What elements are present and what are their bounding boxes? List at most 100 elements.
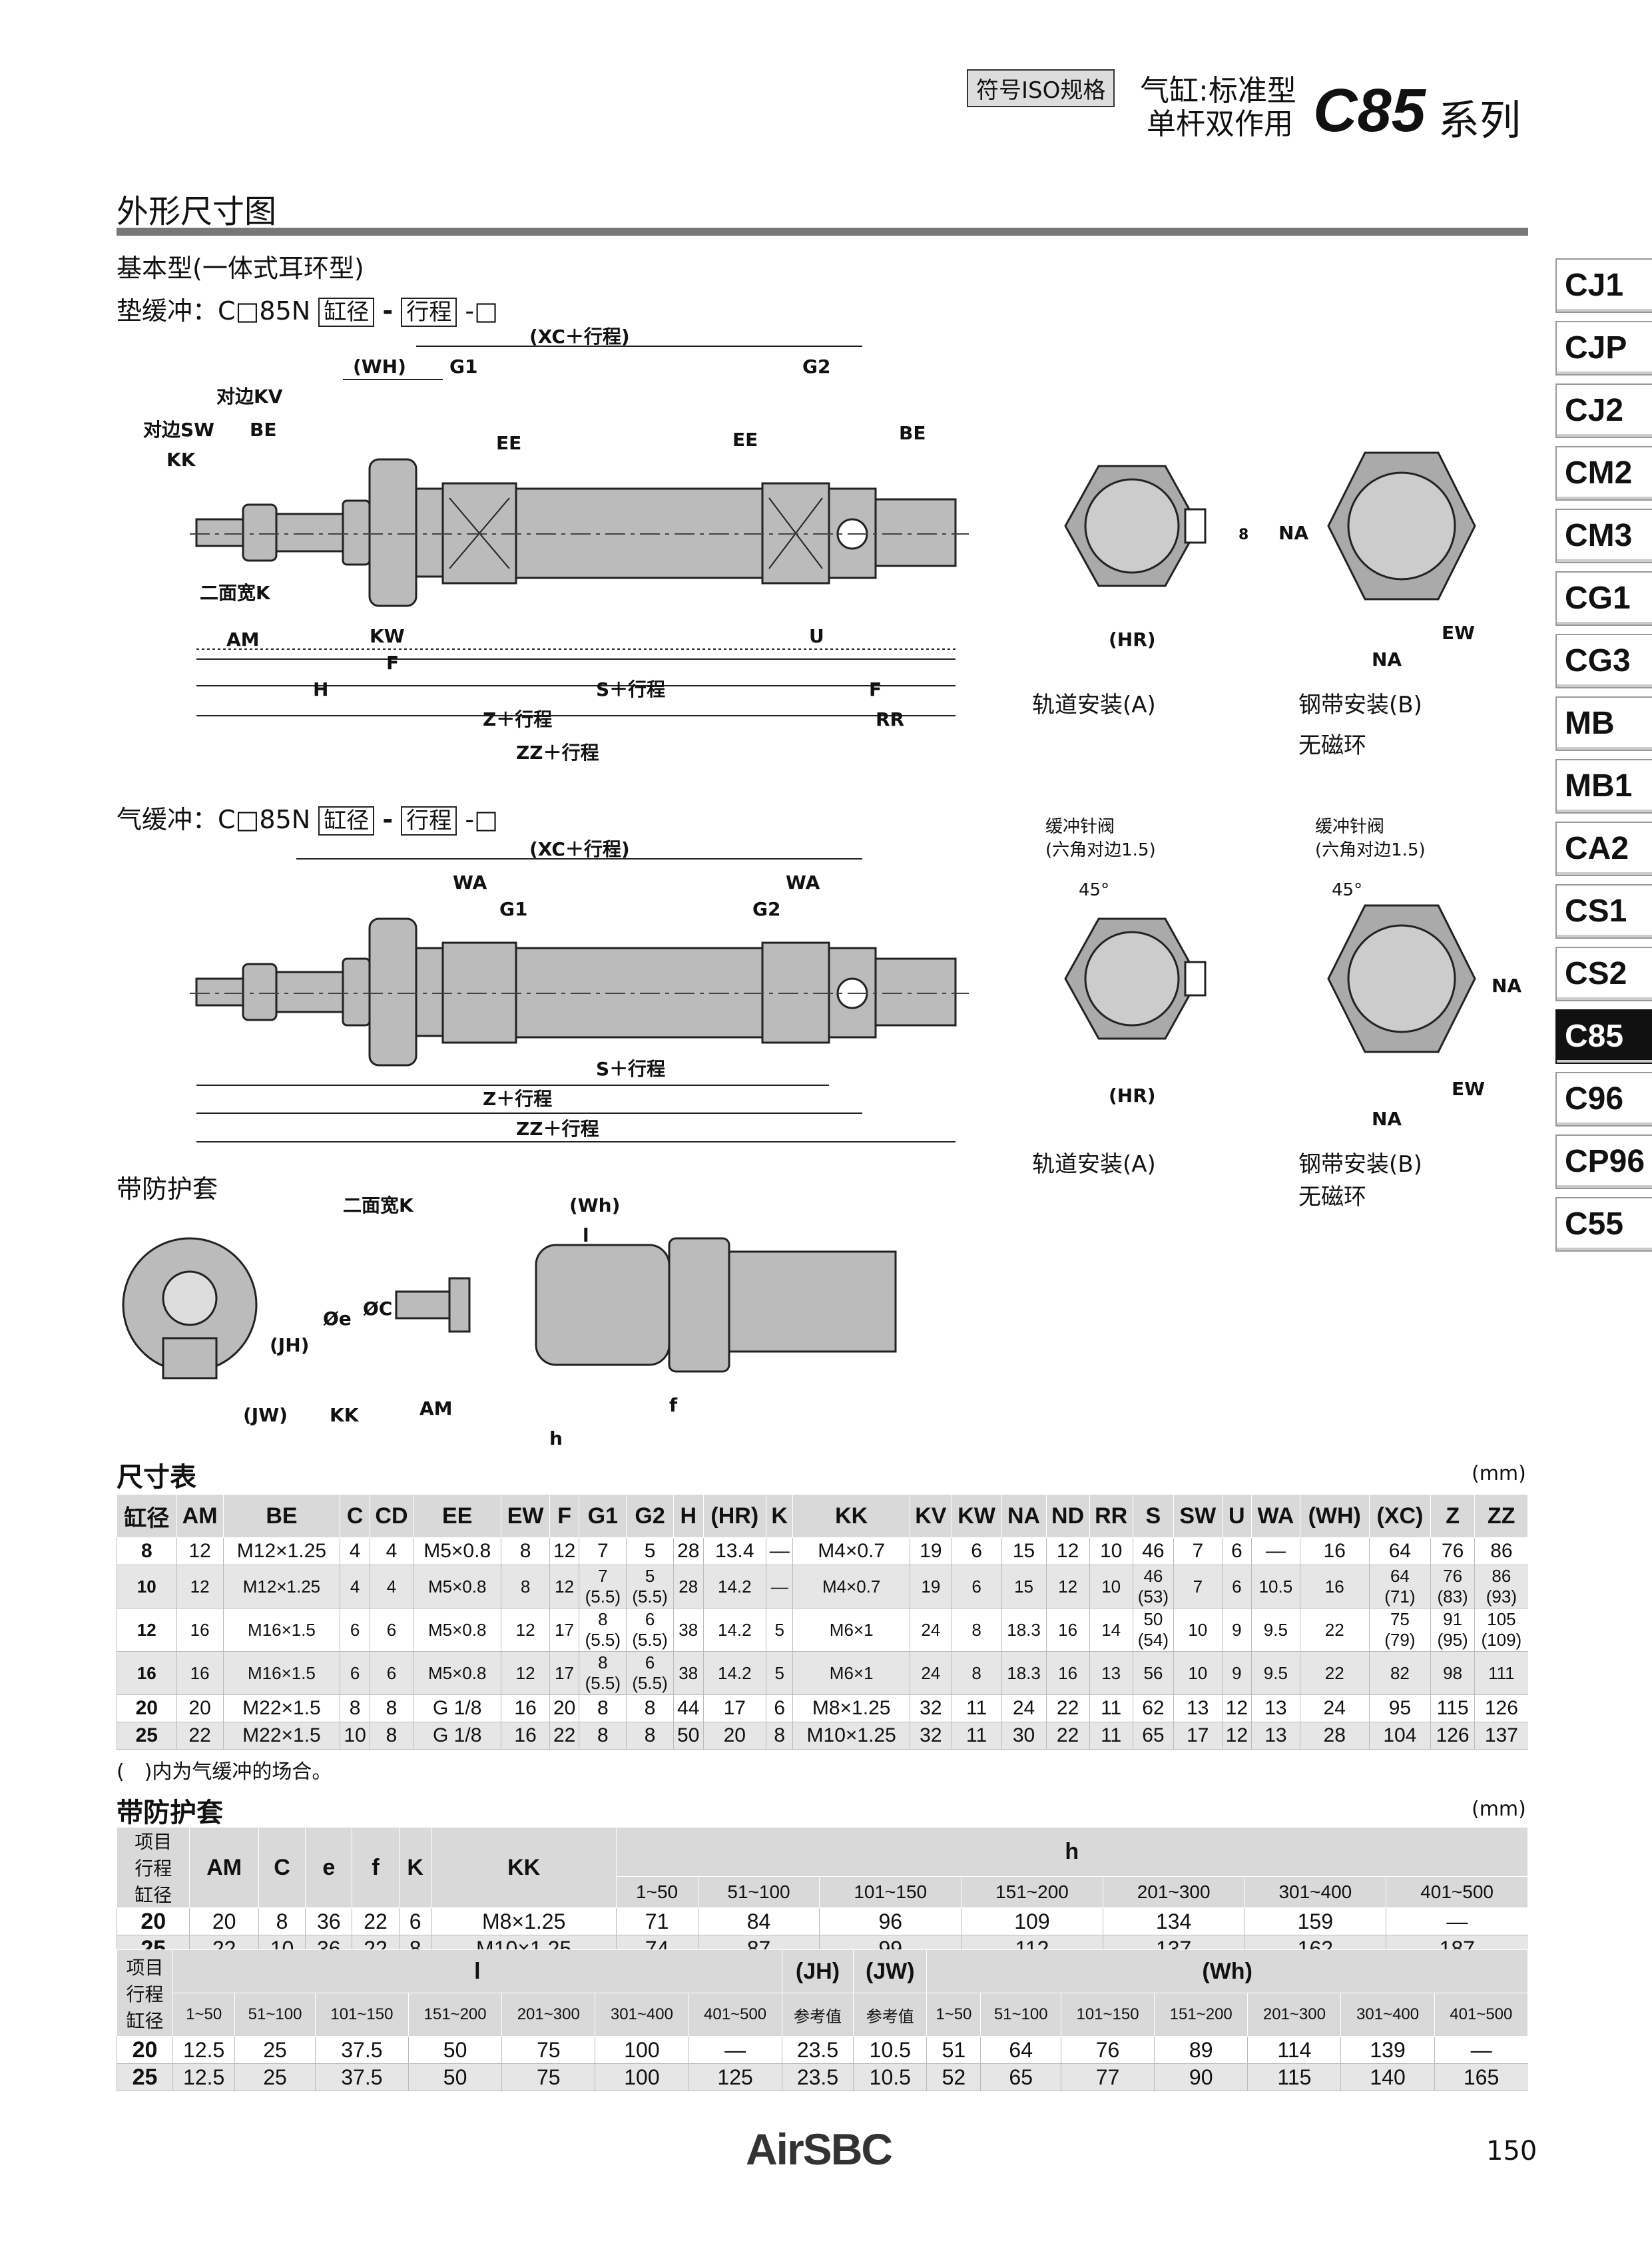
table-cell: 115 <box>1430 1694 1475 1722</box>
tab-cjp[interactable]: CJP <box>1555 321 1652 375</box>
table-cell: 98 <box>1430 1651 1475 1695</box>
tab-c55[interactable]: C55 <box>1555 1197 1652 1252</box>
tab-cp96[interactable]: CP96 <box>1555 1134 1652 1189</box>
table-cell: 22 <box>1299 1608 1370 1652</box>
table-cell: 44 <box>673 1694 704 1722</box>
tab-cg1[interactable]: CG1 <box>1555 571 1652 626</box>
dim-header: G1 <box>579 1494 627 1538</box>
table-cell: 18.3 <box>1001 1608 1047 1652</box>
label-f-boot: f <box>669 1394 678 1416</box>
boot-table-unit: (mm) <box>1472 1798 1526 1821</box>
table-cell: 8(5.5) <box>579 1651 627 1695</box>
dim-header: Z <box>1430 1494 1476 1538</box>
stroke-header: 1~50 <box>172 1993 236 2037</box>
dim-header: WA <box>1251 1494 1300 1538</box>
boot-header: K <box>398 1827 432 1908</box>
table-cell: 23.5 <box>781 2036 854 2064</box>
table-cell: 24 <box>1299 1694 1370 1722</box>
table-cell: 104 <box>1368 1722 1431 1750</box>
series-code: C85 <box>1313 77 1426 144</box>
dim-header: 缸径 <box>117 1494 177 1538</box>
corner-item: 项目 <box>135 1832 172 1852</box>
stroke-header: 151~200 <box>1154 1993 1248 2037</box>
table-cell: 17 <box>549 1608 579 1652</box>
table-cell: 8 <box>369 1694 413 1722</box>
table-cell: 20 <box>189 1907 259 1935</box>
table-cell: 51 <box>926 2036 981 2064</box>
wh-header: (Wh) <box>926 1949 1528 1993</box>
table-cell: 24 <box>910 1651 952 1695</box>
table-cell: M12×1.25 <box>222 1565 340 1609</box>
tab-mb[interactable]: MB <box>1555 696 1652 751</box>
table-cell: 6 <box>1221 1565 1252 1609</box>
dim-header: ND <box>1045 1494 1090 1538</box>
tab-ca2[interactable]: CA2 <box>1555 822 1652 876</box>
label-band-mount-2: 钢带安装(B) <box>1298 1151 1422 1178</box>
tab-cm2[interactable]: CM2 <box>1555 446 1652 501</box>
stroke-header: 151~200 <box>408 1993 503 2037</box>
table-cell: 23.5 <box>781 2063 854 2091</box>
table-cell: M5×0.8 <box>413 1537 501 1565</box>
label-needle: 缓冲针阀 <box>1045 817 1115 837</box>
table-cell: M4×0.7 <box>792 1565 910 1609</box>
tab-mb1[interactable]: MB1 <box>1555 759 1652 814</box>
tab-cg3[interactable]: CG3 <box>1555 634 1652 688</box>
table-cell: 8 <box>369 1722 413 1750</box>
table-cell: 8 <box>626 1694 674 1722</box>
table-cell: 6 <box>951 1537 1002 1565</box>
stroke-header: 51~100 <box>697 1876 820 1908</box>
boot-header: f <box>352 1827 400 1908</box>
tab-c85[interactable]: C85 <box>1555 1009 1652 1064</box>
table-cell: 13 <box>1173 1694 1223 1722</box>
table-cell: 50 <box>408 2063 502 2091</box>
label-g2: G2 <box>802 356 830 377</box>
bore-cell: 16 <box>117 1651 177 1695</box>
rubber-cushion-drawing: (XC＋行程) (WH) G1 G2 对边KV 对边SW BE KK EE EE… <box>143 326 969 764</box>
table-cell: 109 <box>961 1907 1103 1935</box>
label-na-4: NA <box>1372 1108 1402 1130</box>
tab-cj1[interactable]: CJ1 <box>1555 258 1652 313</box>
table-cell: 64 <box>1368 1537 1431 1565</box>
table-cell: 111 <box>1474 1651 1528 1695</box>
boot-header: AM <box>189 1827 259 1908</box>
table-cell: 86 <box>1474 1537 1528 1565</box>
table-cell: M22×1.5 <box>222 1694 340 1722</box>
table-cell: 46(53) <box>1132 1565 1174 1609</box>
table-cell: 165 <box>1434 2063 1528 2091</box>
table-cell: 7 <box>1173 1565 1223 1609</box>
air-cushion-label: 气缓冲：C□85N 缸径 - 行程 -□ <box>117 805 498 836</box>
table-cell: 6(5.5) <box>626 1608 674 1652</box>
table-cell: 16 <box>176 1608 224 1652</box>
corner-cell: 项目行程缸径 <box>116 1827 190 1908</box>
table-cell: 24 <box>1001 1694 1047 1722</box>
label-ew-2: EW <box>1452 1078 1485 1100</box>
tab-c96[interactable]: C96 <box>1555 1072 1652 1126</box>
table-cell: 19 <box>910 1537 952 1565</box>
table-cell: M8×1.25 <box>431 1907 617 1935</box>
table-cell: M5×0.8 <box>413 1651 501 1695</box>
jh-header: (JH) <box>781 1949 854 1993</box>
table-cell: — <box>1386 1907 1528 1935</box>
dim-table-title: 尺寸表 <box>117 1462 196 1493</box>
table-cell: 76 <box>1430 1537 1475 1565</box>
table-cell: 36 <box>305 1907 352 1935</box>
table-cell: M5×0.8 <box>413 1608 501 1652</box>
table-cell: 12.5 <box>172 2036 235 2064</box>
boot-header: e <box>305 1827 353 1908</box>
tab-cs2[interactable]: CS2 <box>1555 947 1652 1001</box>
table-cell: 64 <box>980 2036 1061 2064</box>
table-cell: 5(5.5) <box>626 1565 674 1609</box>
table-cell: 75 <box>501 2036 595 2064</box>
table-cell: — <box>766 1565 793 1609</box>
table-cell: M12×1.25 <box>222 1537 340 1565</box>
tab-cm3[interactable]: CM3 <box>1555 509 1652 563</box>
end-views-1: (HR) NA NA EW 8 轨道安装(A) 钢带安装(B) <box>1032 451 1476 718</box>
tab-cj2[interactable]: CJ2 <box>1555 383 1652 438</box>
table-cell: 37.5 <box>314 2036 409 2064</box>
dim-header: (XC) <box>1368 1494 1431 1538</box>
stroke-header: 151~200 <box>961 1876 1103 1908</box>
label-z: Z＋行程 <box>483 708 552 730</box>
table-cell: 10 <box>1173 1608 1223 1652</box>
tab-cs1[interactable]: CS1 <box>1555 884 1652 939</box>
